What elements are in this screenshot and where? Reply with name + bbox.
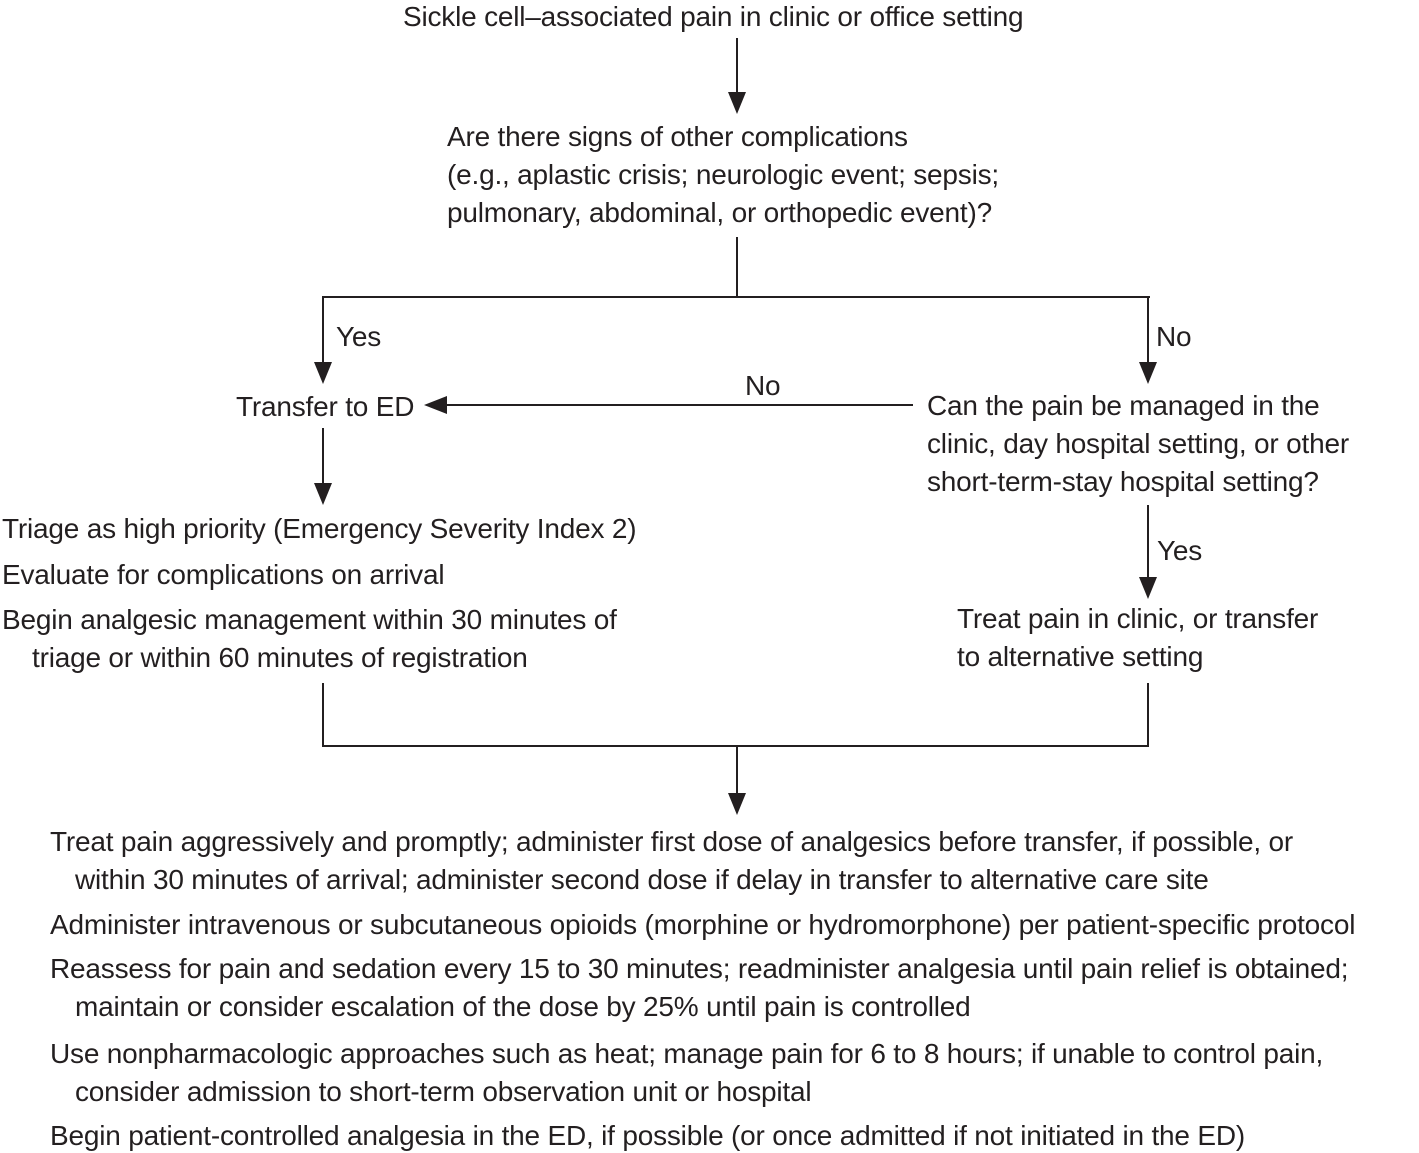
connector-merge-to-final: [736, 745, 738, 795]
transfer-to-ed-node: Transfer to ED: [236, 391, 415, 422]
connector-transfer-to-ed-actions: [322, 428, 324, 485]
question-complications-line: (e.g., aplastic crisis; neurologic event…: [447, 159, 1000, 190]
arrow-down-icon: [728, 92, 746, 114]
question-clinic-line: clinic, day hospital setting, or other: [927, 428, 1349, 459]
question-clinic-line: short-term-stay hospital setting?: [927, 466, 1319, 497]
ed-action-line: triage or within 60 minutes of registrat…: [32, 642, 528, 673]
branch-yes-label: Yes: [336, 321, 382, 352]
ed-action-line: Triage as high priority (Emergency Sever…: [2, 513, 637, 544]
branch-bar: [322, 296, 1150, 298]
question-complications-line: Are there signs of other complications: [447, 121, 908, 152]
connector-question-to-branch: [736, 237, 738, 298]
final-action-line: within 30 minutes of arrival; administer…: [75, 864, 1209, 895]
arrow-down-icon: [728, 793, 746, 815]
arrow-left-icon: [424, 396, 447, 414]
connector-branch-yes: [322, 296, 324, 364]
question-complications-line: pulmonary, abdominal, or orthopedic even…: [447, 197, 992, 228]
arrow-down-icon: [314, 362, 332, 384]
connector-merge-left: [322, 683, 324, 747]
connector-clinic-yes: [1147, 505, 1149, 579]
final-action-line: Use nonpharmacologic approaches such as …: [50, 1038, 1324, 1069]
ed-action-line: Begin analgesic management within 30 min…: [2, 604, 617, 635]
no-return-label: No: [745, 370, 781, 401]
connector-start-to-question: [736, 38, 738, 94]
merge-bar: [322, 745, 1149, 747]
clinic-action-line: to alternative setting: [957, 641, 1204, 672]
question-clinic-line: Can the pain be managed in the: [927, 390, 1320, 421]
ed-action-line: Evaluate for complications on arrival: [2, 559, 445, 590]
clinic-yes-label: Yes: [1157, 535, 1203, 566]
start-node: Sickle cell–associated pain in clinic or…: [403, 1, 1024, 32]
clinic-action-line: Treat pain in clinic, or transfer: [957, 603, 1319, 634]
final-action-line: Reassess for pain and sedation every 15 …: [50, 953, 1349, 984]
final-action-line: consider admission to short-term observa…: [75, 1076, 812, 1107]
final-action-line: maintain or consider escalation of the d…: [75, 991, 971, 1022]
connector-branch-no: [1147, 296, 1149, 364]
connector-merge-right: [1147, 683, 1149, 747]
branch-no-label: No: [1156, 321, 1192, 352]
final-action-line: Administer intravenous or subcutaneous o…: [50, 909, 1356, 940]
arrow-down-icon: [314, 483, 332, 505]
final-action-line: Begin patient-controlled analgesia in th…: [50, 1120, 1245, 1151]
final-action-line: Treat pain aggressively and promptly; ad…: [50, 826, 1294, 857]
arrow-down-icon: [1139, 362, 1157, 384]
arrow-down-icon: [1139, 577, 1157, 599]
connector-no-return: [445, 404, 913, 406]
